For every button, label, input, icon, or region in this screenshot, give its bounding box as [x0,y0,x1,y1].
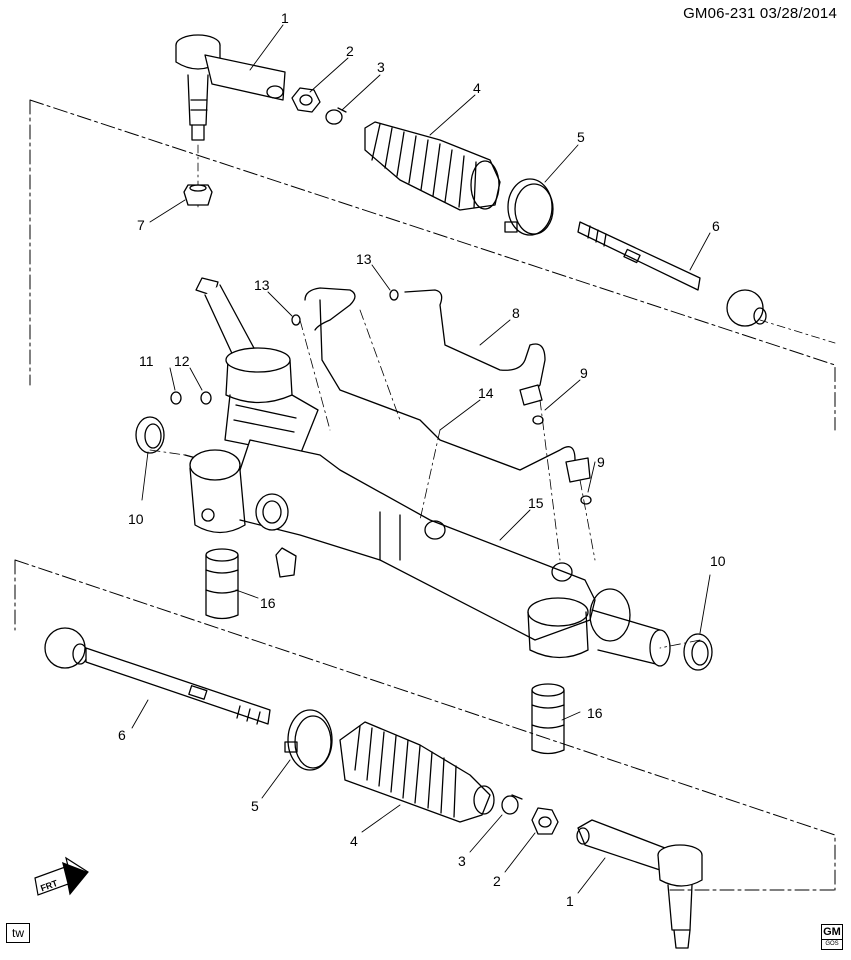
upper-plane-outline [29,99,836,431]
callout-6-upper: 6 [712,218,720,234]
bushing-16-right [531,683,565,755]
callout-10-left: 10 [128,511,144,527]
callout-5-upper: 5 [577,129,585,145]
jam-nut-upper [291,87,321,113]
callout-14: 14 [478,385,494,401]
callout-7: 7 [137,217,145,233]
diagram-code: GM06-231 [683,5,756,22]
o-ring-13a [291,314,301,326]
boot-lower [339,721,495,823]
diagram-date: 03/28/2014 [759,5,837,22]
hydraulic-line-14 [319,299,591,483]
o-ring-13b [389,289,399,301]
callout-2-upper: 2 [346,43,354,59]
callout-6-lower: 6 [118,727,126,743]
callout-3-upper: 3 [377,59,385,75]
callout-15: 15 [528,495,544,511]
boot-upper [364,121,501,211]
connector [275,547,297,578]
callout-2-lower: 2 [493,873,501,889]
clamp-upper [325,107,347,125]
seal-11 [170,391,182,405]
callout-13-right: 13 [356,251,372,267]
callout-4-upper: 4 [473,80,481,96]
washer-10-upper [135,416,165,454]
inner-tie-rod-lower [44,627,271,725]
callout-16-left: 16 [260,595,276,611]
gm-logo-subtext: GOS [822,939,842,948]
nut-7 [183,184,213,206]
rack-housing [184,439,671,667]
upper-tie-rod-end [175,34,286,211]
callout-13-left: 13 [254,277,270,293]
callout-1-lower: 1 [566,893,574,909]
clamp-lower [501,794,523,815]
callout-9-a: 9 [580,365,588,381]
clamp-band-lower [284,709,333,771]
callout-9-b: 9 [597,454,605,470]
callout-3-lower: 3 [458,853,466,869]
callout-12: 12 [174,353,190,369]
tw-badge: tw [6,923,30,943]
forward-arrow-icon: FRT [34,856,89,896]
hydraulic-line-8 [304,287,546,406]
o-ring-9a [532,415,544,425]
pinion-valve-assembly [195,277,319,456]
callout-11: 11 [139,353,154,369]
gm-logo: GM GOS [821,924,843,950]
seal-12 [200,391,212,405]
jam-nut-lower [531,807,559,835]
callout-5-lower: 5 [251,798,259,814]
lower-plane-outline [14,559,836,891]
inner-tie-rod-upper [577,221,836,344]
clamp-band-upper [504,178,554,236]
callout-4-lower: 4 [350,833,358,849]
callout-16-right: 16 [587,705,603,721]
callout-8: 8 [512,305,520,321]
washer-10-lower [683,633,713,671]
diagram-header: GM06-231 03/28/2014 [683,5,837,22]
tie-rod-end-lower [576,819,703,949]
callouts: 1 2 3 4 5 6 7 8 9 9 10 10 11 12 13 13 14… [118,10,726,909]
o-ring-9b [580,495,592,505]
bushing-16-left [205,548,239,620]
gm-logo-text: GM [823,926,841,938]
callout-10-right: 10 [710,553,726,569]
callout-1-upper: 1 [281,10,289,26]
